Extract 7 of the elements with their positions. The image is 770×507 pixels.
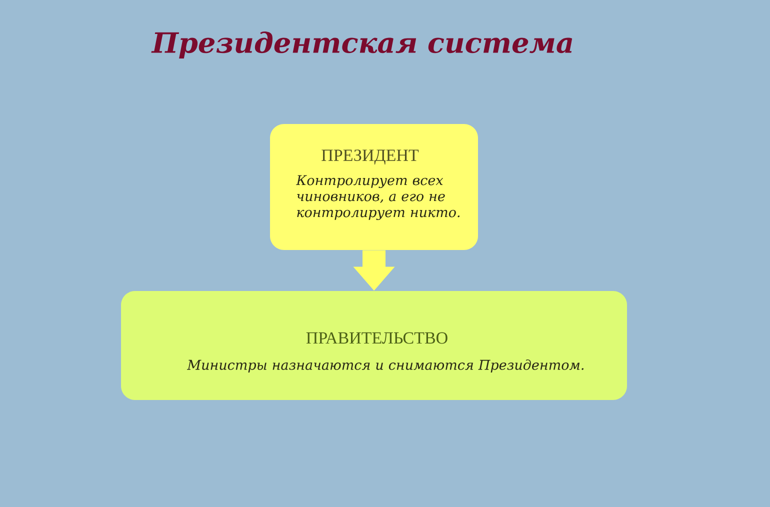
heading: ПРАВИТЕЛЬСТВО [306, 332, 448, 344]
description: Министры назначаются и снимаются Президентом. [187, 359, 584, 373]
rounded-box [121, 291, 627, 400]
description: Контролирует всех чиновников, а его не контролирует никто. [296, 175, 460, 220]
heading: ПРЕЗИДЕНТ [322, 150, 419, 164]
rounded-box [270, 124, 478, 250]
title: Президентская система [151, 31, 572, 59]
